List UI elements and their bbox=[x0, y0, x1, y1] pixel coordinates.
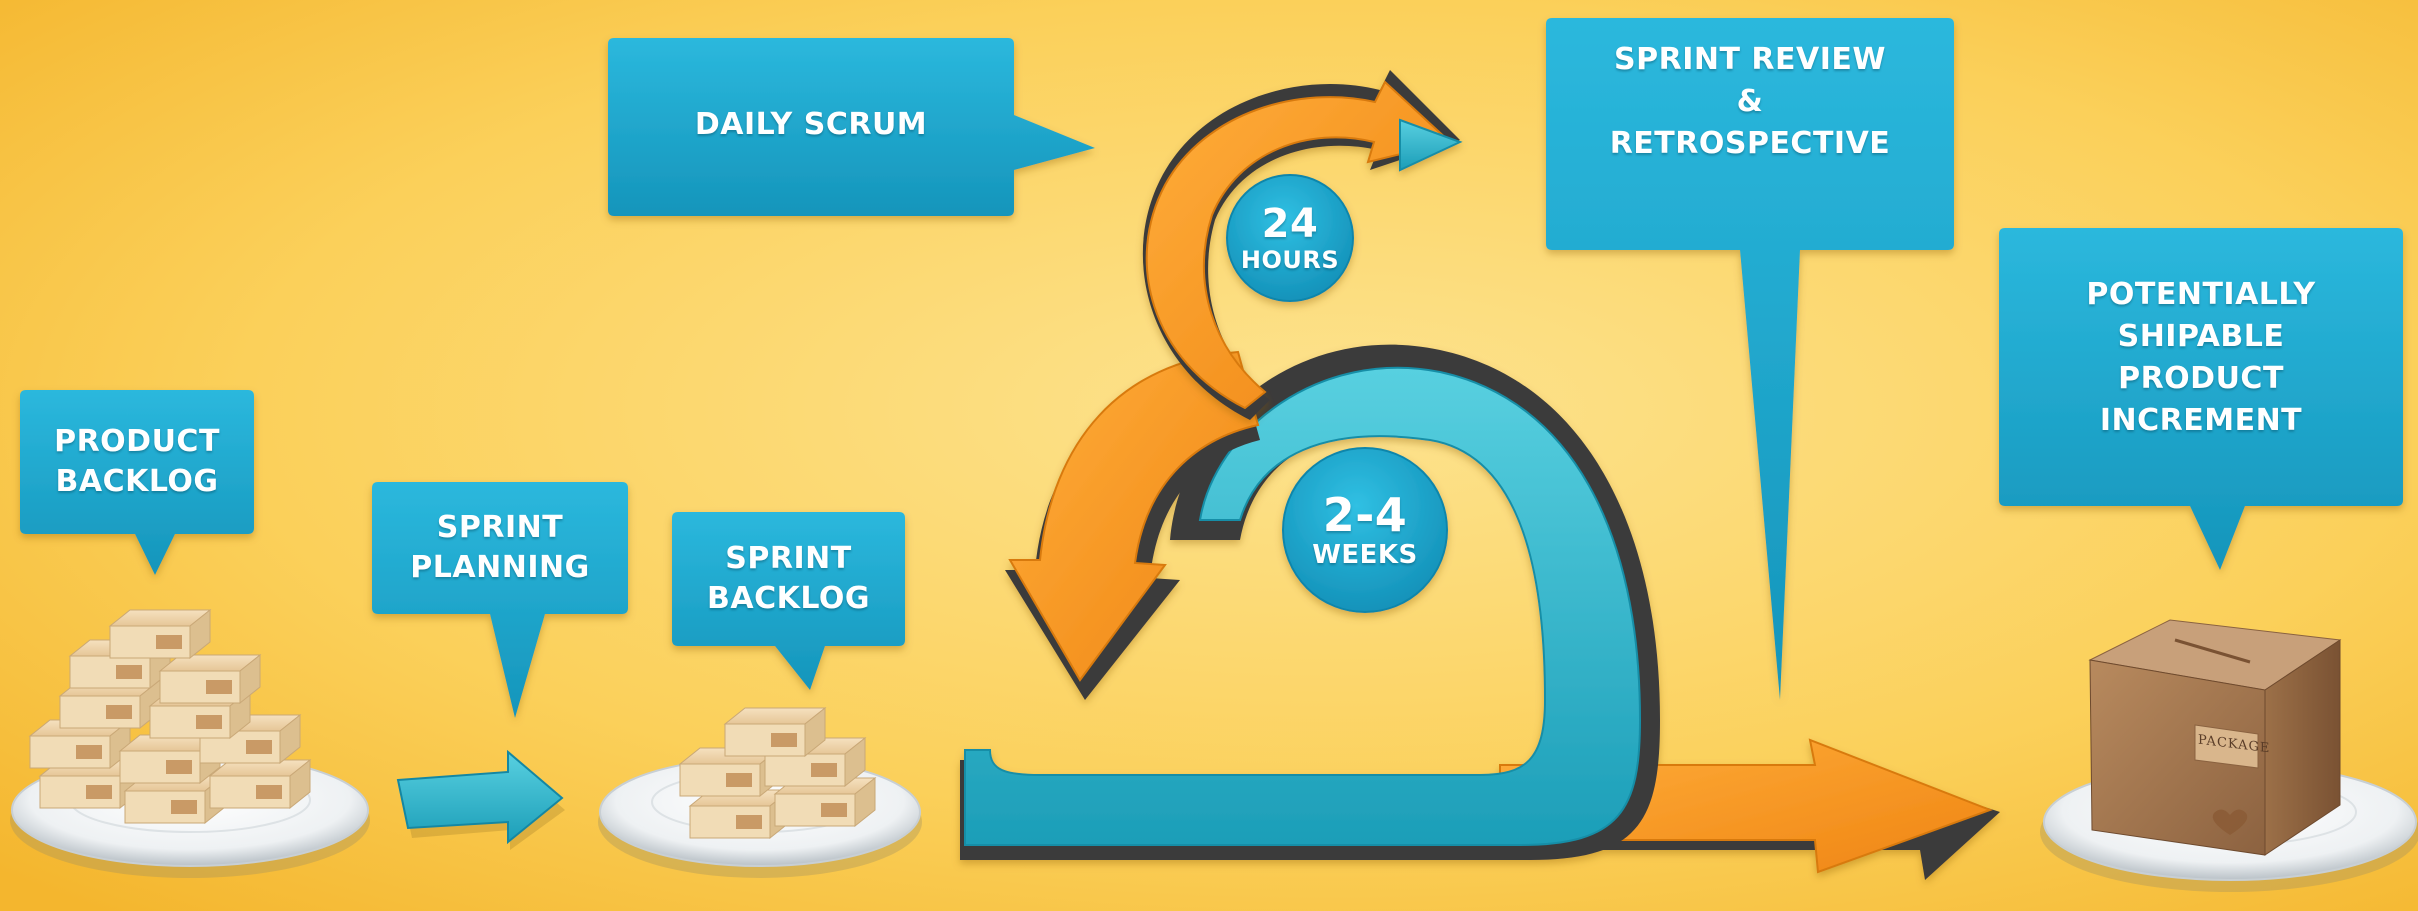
increment-line4: INCREMENT bbox=[2099, 403, 2303, 438]
daily-circle-unit: HOURS bbox=[1240, 246, 1340, 274]
callout-product-backlog bbox=[20, 390, 254, 575]
daily-scrum-label: DAILY SCRUM bbox=[608, 40, 1014, 210]
sprint-review-line3: RETROSPECTIVE bbox=[1609, 126, 1891, 161]
arrow-right-icon bbox=[396, 749, 565, 850]
callout-sprint-planning bbox=[372, 482, 628, 718]
sprint-backlog-line2: BACKLOG bbox=[706, 581, 871, 616]
increment-line3: PRODUCT bbox=[2118, 361, 2284, 396]
callout-daily-scrum bbox=[608, 38, 1095, 216]
backlog-boxes-icon bbox=[10, 609, 370, 878]
increment-label: POTENTIALLY SHIPABLE PRODUCT INCREMENT bbox=[1999, 258, 2403, 458]
sprint-circle-value: 2-4 bbox=[1322, 488, 1408, 542]
sprint-circle bbox=[1282, 447, 1448, 613]
sprint-review-line1: SPRINT REVIEW bbox=[1614, 42, 1886, 77]
daily-circle-label: 24 HOURS bbox=[1227, 175, 1353, 301]
callout-increment bbox=[1999, 228, 2403, 570]
increment-line2: SHIPABLE bbox=[2117, 319, 2285, 354]
sprint-review-line2: & bbox=[1736, 84, 1764, 119]
daily-circle-value: 24 bbox=[1261, 201, 1319, 247]
package-box-icon bbox=[2040, 619, 2418, 892]
sprint-backlog-label: SPRINT BACKLOG bbox=[672, 514, 905, 644]
sprint-planning-label: SPRINT PLANNING bbox=[372, 484, 628, 612]
callout-sprint-review bbox=[1546, 18, 1954, 700]
product-backlog-line2: BACKLOG bbox=[55, 464, 219, 499]
sprint-circle-unit: WEEKS bbox=[1312, 540, 1418, 570]
sprint-circle-label: 2-4 WEEKS bbox=[1283, 448, 1447, 612]
sprint-backlog-boxes-icon bbox=[598, 707, 922, 878]
sprint-planning-line2: PLANNING bbox=[410, 550, 590, 585]
product-backlog-label: PRODUCT BACKLOG bbox=[20, 392, 254, 532]
daily-cycle-arrow bbox=[1142, 70, 1463, 420]
sprint-backlog-line1: SPRINT bbox=[725, 541, 852, 576]
sprint-cycle-arrow bbox=[960, 344, 2000, 880]
callout-sprint-backlog bbox=[672, 512, 905, 690]
daily-scrum-line1: DAILY SCRUM bbox=[694, 107, 928, 142]
daily-circle bbox=[1226, 174, 1354, 302]
increment-line1: POTENTIALLY bbox=[2086, 277, 2316, 312]
sprint-planning-line1: SPRINT bbox=[436, 510, 564, 545]
sprint-review-label: SPRINT REVIEW & RETROSPECTIVE bbox=[1546, 22, 1954, 182]
product-backlog-line1: PRODUCT bbox=[54, 424, 220, 459]
